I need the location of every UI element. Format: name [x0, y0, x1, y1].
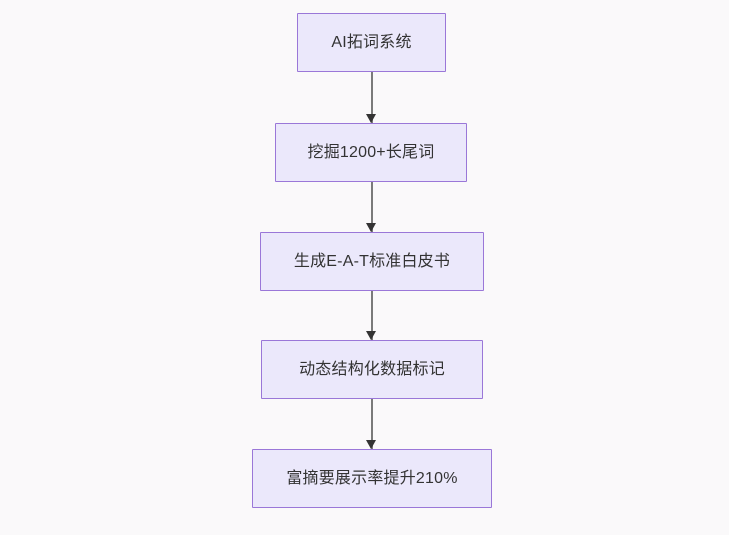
- flow-connector-4: [371, 399, 374, 449]
- flow-node-label: 挖掘1200+长尾词: [307, 143, 435, 161]
- flow-node-label: 富摘要展示率提升210%: [286, 469, 458, 487]
- flow-connector-2: [371, 182, 374, 232]
- flow-connector-3: [371, 291, 374, 340]
- arrow-head-icon: [366, 223, 376, 232]
- flow-node-label: AI拓词系统: [331, 33, 412, 51]
- flow-node-mine-longtail-keywords[interactable]: 挖掘1200+长尾词: [275, 123, 467, 182]
- arrow-head-icon: [366, 114, 376, 123]
- flow-connector-1: [371, 72, 374, 123]
- flow-node-generate-eat-whitepaper[interactable]: 生成E-A-T标准白皮书: [260, 232, 484, 291]
- flow-node-label: 生成E-A-T标准白皮书: [293, 252, 451, 270]
- flow-node-dynamic-structured-data-markup[interactable]: 动态结构化数据标记: [261, 340, 483, 399]
- arrow-head-icon: [366, 440, 376, 449]
- flow-node-rich-snippet-impression-lift[interactable]: 富摘要展示率提升210%: [252, 449, 492, 508]
- arrow-head-icon: [366, 331, 376, 340]
- flow-node-label: 动态结构化数据标记: [299, 360, 445, 378]
- flow-node-ai-keyword-system[interactable]: AI拓词系统: [297, 13, 446, 72]
